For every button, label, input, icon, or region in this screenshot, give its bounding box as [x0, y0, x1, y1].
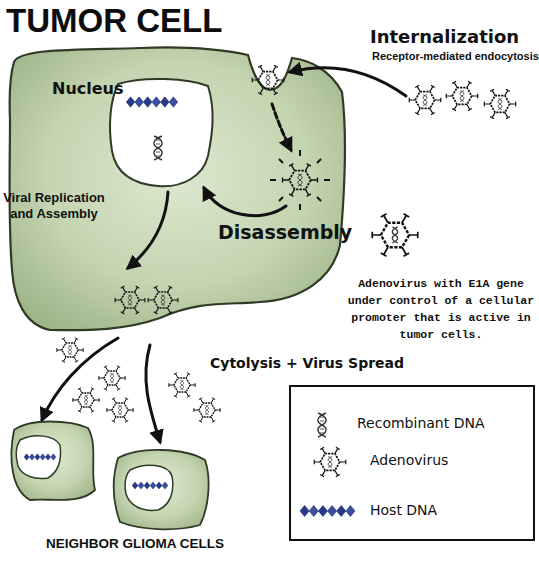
legend-sample: [314, 447, 346, 477]
legend-text: Adenovirus: [370, 452, 448, 468]
legend-box: [290, 386, 534, 540]
process-arrow: [146, 345, 160, 442]
group-label: NEIGHBOR GLIOMA CELLS: [46, 536, 224, 552]
description-note: Adenovirus with E1A gene under control o…: [346, 275, 536, 343]
recombinant-dna: [154, 136, 162, 160]
host-dna: [24, 454, 56, 460]
process-arrow: [42, 338, 118, 420]
tumor-cell-outline: [10, 47, 346, 330]
neighbor-cell: [11, 422, 95, 501]
adenovirus-icon: [446, 81, 478, 111]
adenovirus-icon: [115, 286, 145, 314]
host-dna: [132, 482, 168, 489]
adenovirus-icon: [169, 373, 195, 398]
legend-text: Host DNA: [370, 502, 437, 518]
nucleus: Nucleus: [108, 76, 214, 190]
legend-sample: [318, 413, 326, 437]
adenovirus-icon: [194, 398, 220, 423]
adenovirus-icon: [107, 398, 133, 423]
diagram-title: TUMOR CELL: [6, 2, 222, 40]
host-dna: [126, 97, 177, 107]
step-label: Internalization: [370, 27, 519, 48]
neighbor-cell: [114, 450, 209, 529]
adenovirus-icon: [409, 85, 441, 115]
disassembling-virus: [283, 164, 318, 197]
nucleus-outline: [108, 76, 214, 190]
disassembly-burst: [270, 150, 330, 210]
adenovirus-icon: [372, 214, 418, 257]
step-label: Cytolysis + Virus Spread: [210, 355, 404, 371]
adenovirus-icon: [484, 89, 516, 119]
adenovirus-icon: [73, 388, 99, 413]
step-label: Viral Replication and Assembly: [0, 190, 108, 223]
neighbor-nucleus: [125, 465, 173, 510]
stage-label: Disassembly: [218, 222, 352, 244]
adenovirus-icon: [57, 338, 83, 363]
adenovirus-icon: [148, 286, 178, 314]
process-arrow: [272, 104, 291, 150]
nucleus-outline: [110, 79, 213, 186]
adenovirus-icon: [99, 366, 125, 391]
step-sublabel: Receptor-mediated endocytosis: [372, 50, 539, 63]
legend-sample: [300, 506, 355, 517]
process-arrow: [128, 192, 168, 268]
process-arrow: [290, 68, 406, 96]
process-arrow: [42, 68, 406, 442]
adenovirus-icon: [252, 65, 284, 95]
process-arrow: [204, 188, 286, 216]
nucleus-label: Nucleus: [52, 80, 124, 98]
legend-text: Recombinant DNA: [357, 415, 484, 431]
neighbor-nucleus: [16, 436, 60, 479]
